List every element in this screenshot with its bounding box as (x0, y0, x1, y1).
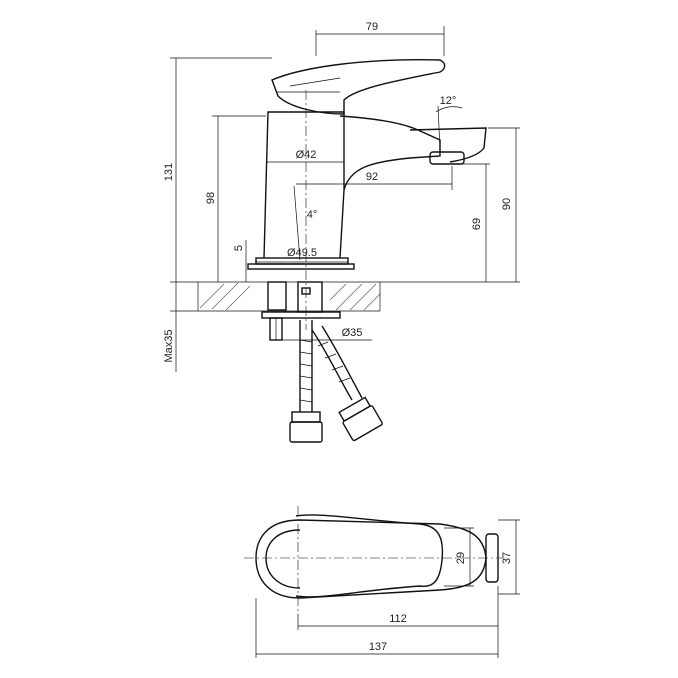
dim-69: 69 (471, 218, 483, 230)
dim-5: 5 (233, 245, 245, 251)
mounting-hardware (261, 281, 341, 341)
dim-131: 131 (163, 163, 175, 181)
dim-37: 37 (501, 552, 513, 564)
dim-90: 90 (501, 198, 513, 210)
dim-diameter-49-5: Ø49.5 (287, 247, 317, 259)
dim-29: 29 (455, 552, 467, 564)
plan-dimension-labels: 29 37 112 137 (369, 552, 513, 653)
dim-98: 98 (205, 192, 217, 204)
faucet-body (247, 59, 487, 330)
supply-hoses (289, 320, 383, 443)
dim-4-deg: 4° (307, 209, 318, 221)
dim-79: 79 (366, 21, 378, 33)
plan-dimension-lines (255, 519, 520, 658)
plan-view (244, 506, 504, 614)
dim-diameter-35: Ø35 (342, 327, 363, 339)
dim-diameter-42: Ø42 (296, 149, 317, 161)
dim-max35: Max35 (163, 329, 175, 362)
dim-112: 112 (389, 613, 407, 625)
dim-12-deg: 12° (440, 95, 457, 107)
countertop-section (197, 281, 381, 312)
dimension-lines (170, 26, 520, 372)
dimension-labels: 79 131 98 12° Ø42 92 4° 69 90 5 Ø49.5 Ma… (163, 21, 513, 363)
dim-92: 92 (366, 171, 378, 183)
dim-137: 137 (369, 641, 387, 653)
